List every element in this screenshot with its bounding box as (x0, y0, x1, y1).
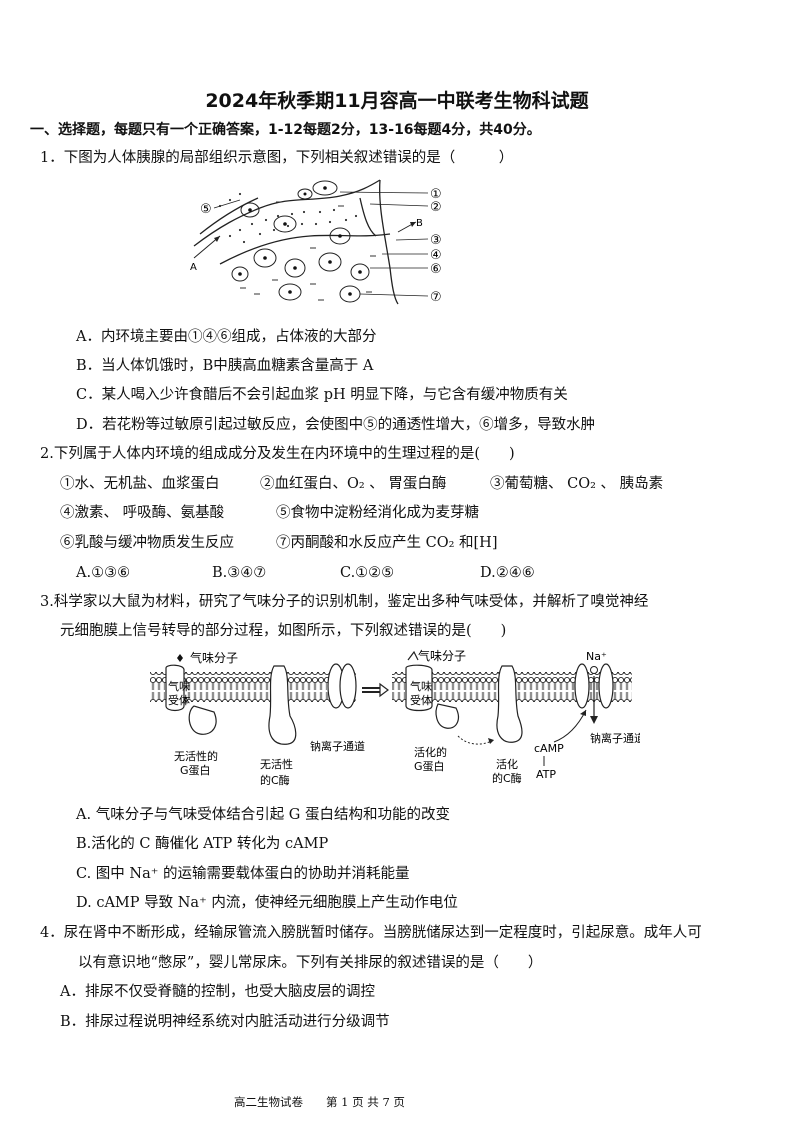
q2-item-3: ③葡萄糖、 CO₂ 、 胰岛素 (490, 476, 664, 492)
q3-option-d: D. cAMP 导致 Na⁺ 内流，使神经元细胞膜上产生动作电位 (76, 895, 458, 911)
footer-subject: 高二生物试卷 (234, 1095, 303, 1109)
q2-item-5: ⑤食物中淀粉经消化成为麦芽糖 (276, 505, 479, 521)
q3-option-c: C. 图中 Na⁺ 的运输需要载体蛋白的协助并消耗能量 (76, 866, 410, 882)
q3-stem-line2: 元细胞膜上信号转导的部分过程，如图所示，下列叙述错误的是( ) (60, 623, 507, 639)
q1-tissue-figure: A B ① ② ③ ④ ⑥ ⑦ ⑤ (190, 179, 442, 305)
label-B: B (416, 218, 423, 229)
na-channel-label-right: 钠离子通道 (590, 731, 640, 745)
g-protein-label-right-2: G蛋白 (414, 759, 445, 773)
q3-signal-figure: 气味分子 气味 受体 无活性的 G蛋白 无活性 的C酶 钠离子通道 气味分子 气… (150, 648, 640, 787)
q2-item-7: ⑦丙酮酸和水反应产生 CO₂ 和[H] (276, 535, 498, 551)
q4-option-b: B．排尿过程说明神经系统对内脏活动进行分级调节 (60, 1014, 390, 1030)
section-heading: 一、选择题，每题只有一个正确答案，1-12每题2分，13-16每题4分，共40分… (30, 122, 541, 138)
exam-title: 2024年秋季期11月容高一中联考生物科试题 (205, 90, 589, 112)
q3-option-b: B.活化的 C 酶催化 ATP 转化为 cAMP (76, 836, 329, 852)
receptor-label-left-2: 受体 (168, 693, 190, 707)
q4-option-a: A．排尿不仅受脊髓的控制，也受大脑皮层的调控 (60, 984, 375, 1000)
label-2: ② (430, 200, 442, 215)
atp-label: ATP (536, 768, 556, 781)
odor-molecule-label-left: 气味分子 (190, 650, 238, 665)
label-4: ④ (430, 248, 442, 263)
camp-label: cAMP (534, 742, 564, 755)
c-enzyme-label-left-2: 的C酶 (260, 773, 290, 787)
g-protein-label-left-1: 无活性的 (174, 749, 218, 763)
g-protein-label-right-1: 活化的 (414, 745, 447, 759)
c-enzyme-label-right-1: 活化 (496, 757, 518, 771)
q2-option-b: B.③④⑦ (212, 565, 267, 581)
label-5: ⑤ (200, 202, 212, 217)
q2-item-4: ④激素、 呼吸酶、氨基酸 (60, 505, 225, 521)
q2-item-1: ①水、无机盐、血浆蛋白 (60, 476, 220, 492)
label-3: ③ (430, 233, 442, 248)
label-6: ⑥ (430, 262, 442, 277)
na-ion-label: Na⁺ (586, 650, 607, 663)
label-1: ① (430, 187, 442, 202)
na-channel-label-left: 钠离子通道 (310, 739, 365, 753)
q2-option-d: D.②④⑥ (480, 565, 535, 581)
label-A: A (190, 262, 197, 273)
q1-option-c: C．某人喝入少许食醋后不会引起血浆 pH 明显下降，与它含有缓冲物质有关 (76, 387, 568, 403)
q2-stem: 2.下列属于人体内环境的组成成分及发生在内环境中的生理过程的是( ) (40, 446, 515, 462)
footer-page-number: 第 1 页 共 7 页 (326, 1095, 405, 1109)
c-enzyme-label-right-2: 的C酶 (492, 771, 522, 785)
q1-option-b: B．当人体饥饿时，B中胰高血糖素含量高于 A (76, 358, 374, 374)
c-enzyme-label-left-1: 无活性 (260, 757, 293, 771)
q1-option-d: D．若花粉等过敏原引起过敏反应，会使图中⑤的通透性增大，⑥增多，导致水肿 (76, 417, 596, 433)
q2-item-6: ⑥乳酸与缓冲物质发生反应 (60, 535, 234, 551)
receptor-label-left-1: 气味 (168, 679, 190, 693)
q1-stem: 1．下图为人体胰腺的局部组织示意图，下列相关叙述错误的是（ ） (40, 150, 514, 166)
q4-stem-line2: 以有意识地“憋尿”，婴儿常尿床。下列有关排尿的叙述错误的是（ ） (78, 955, 543, 971)
q3-option-a: A. 气味分子与气味受体结合引起 G 蛋白结构和功能的改变 (76, 807, 450, 823)
receptor-label-right-1: 气味 (410, 679, 432, 693)
q2-option-c: C.①②⑤ (340, 565, 395, 581)
q4-stem-line1: 4．尿在肾中不断形成，经输尿管流入膀胱暂时储存。当膀胱储尿达到一定程度时，引起尿… (40, 925, 702, 941)
q1-option-a: A．内环境主要由①④⑥组成，占体液的大部分 (76, 329, 377, 345)
odor-molecule-label-right: 气味分子 (418, 648, 466, 663)
g-protein-label-left-2: G蛋白 (180, 763, 211, 777)
q3-stem-line1: 3.科学家以大鼠为材料，研究了气味分子的识别机制，鉴定出多种气味受体，并解析了嗅… (40, 594, 649, 610)
q2-item-2: ②血红蛋白、O₂ 、 胃蛋白酶 (260, 476, 447, 492)
q2-option-a: A.①③⑥ (76, 565, 131, 581)
label-7: ⑦ (430, 290, 442, 305)
receptor-label-right-2: 受体 (410, 693, 432, 707)
